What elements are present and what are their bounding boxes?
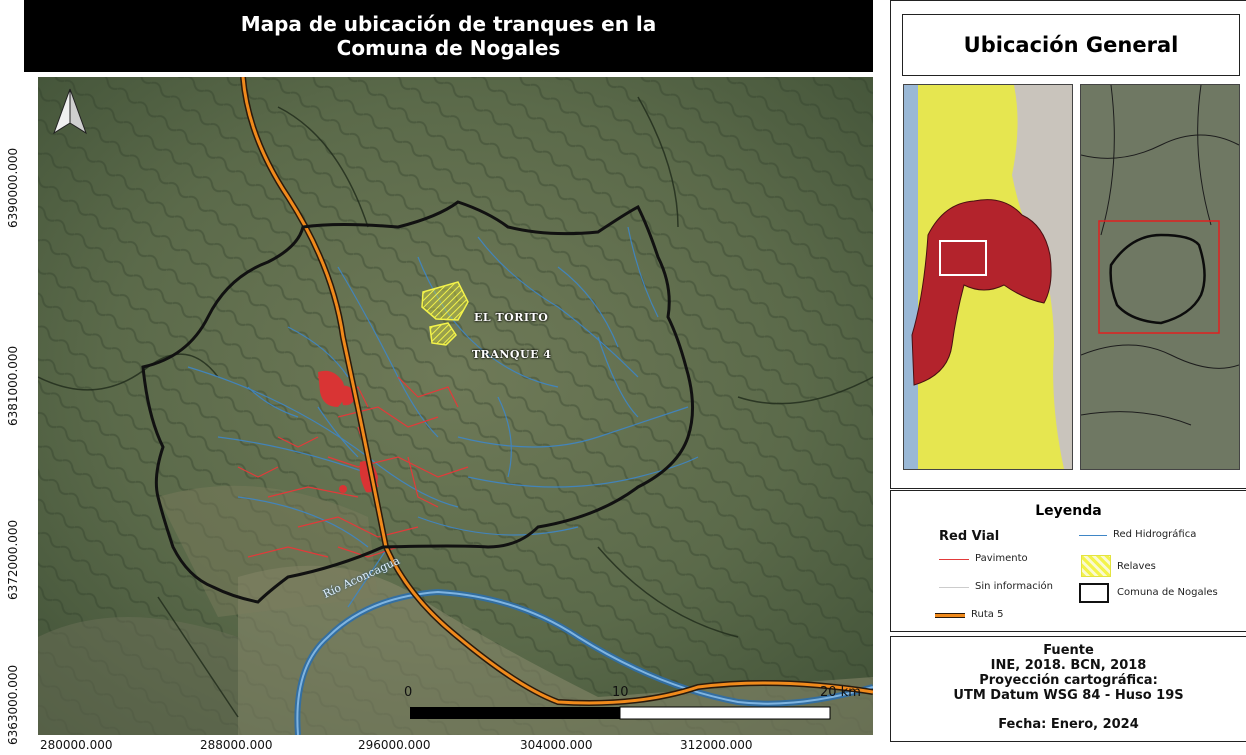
legend-relaves: Relaves [1117, 561, 1156, 572]
x-tick-label: 312000.000 [680, 738, 753, 752]
valley-floor-west [158, 485, 378, 617]
legend-sin-info: Sin información [975, 581, 1053, 592]
legend-title: Leyenda [1035, 503, 1102, 519]
x-tick-label: 304000.000 [520, 738, 593, 752]
relave-el-torito [421, 281, 469, 321]
neighbour-boundary [737, 376, 873, 405]
scale-bar-white [619, 706, 831, 720]
scale-label-20: 20 km [820, 685, 861, 700]
y-tick-label: 6390000.000 [6, 147, 20, 228]
neighbour-boundary [637, 96, 679, 228]
inset-frame [1098, 220, 1220, 334]
north-arrow-icon [53, 88, 87, 135]
legend-pavimento-swatch [939, 559, 969, 560]
scale-bar-black [410, 707, 620, 719]
legend-pavimento: Pavimento [975, 553, 1028, 564]
neighbour-boundary [277, 106, 369, 228]
region-inset-canvas [904, 85, 1072, 469]
comuna-boundary [141, 200, 695, 604]
inset-locator [939, 240, 987, 276]
map-title-bar: Mapa de ubicación de tranques en la Comu… [24, 0, 873, 72]
label-el-torito: EL TORITO [474, 311, 549, 324]
source-title: Fuente [1043, 643, 1094, 658]
y-tick-label: 6372000.000 [6, 519, 20, 600]
comuna-inset-canvas [1081, 85, 1239, 469]
main-map-canvas [38, 77, 873, 735]
x-tick-label: 280000.000 [40, 738, 113, 752]
legend-relaves-swatch [1081, 555, 1111, 577]
scale-label-0: 0 [404, 685, 413, 700]
neighbour-boundary [157, 596, 239, 718]
legend-red-hidro-swatch [1079, 535, 1107, 536]
y-tick-label: 6381000.000 [6, 345, 20, 426]
legend-red-hidro: Red Hidrográfica [1113, 529, 1197, 540]
y-tick-label: 6363000.000 [6, 664, 20, 745]
comuna-fill [911, 199, 1052, 386]
scale-label-10: 10 [612, 685, 629, 700]
label-tranque-4: TRANQUE 4 [472, 348, 552, 361]
valley-floor [238, 565, 873, 735]
legend-comuna-swatch [1079, 583, 1109, 603]
region-inset-map[interactable] [903, 84, 1073, 470]
general-location-title-box: Ubicación General [902, 14, 1240, 76]
source-panel: Fuente INE, 2018. BCN, 2018 Proyección c… [890, 636, 1246, 742]
river-network [187, 226, 699, 608]
legend-comuna: Comuna de Nogales [1117, 587, 1218, 598]
legend-sin-info-swatch [939, 587, 969, 588]
legend-panel: Leyenda Red Vial Pavimento Sin informaci… [890, 490, 1246, 632]
source-line3: UTM Datum WSG 84 - Huso 19S [953, 688, 1184, 703]
comuna-outline [1109, 233, 1206, 325]
main-map[interactable]: EL TORITO TRANQUE 4 Río Aconcagua 0 10 2… [38, 77, 873, 735]
valley-floor-south [38, 617, 238, 735]
comuna-inset-map[interactable] [1080, 84, 1240, 470]
legend-ruta5-swatch [935, 613, 965, 618]
rio-aconcagua-center [296, 590, 873, 735]
legend-red-vial: Red Vial [939, 529, 1000, 544]
source-date: Fecha: Enero, 2024 [998, 717, 1139, 732]
source-line2: Proyección cartográfica: [979, 673, 1158, 688]
map-title-line2: Comuna de Nogales [336, 36, 561, 60]
neighbour-boundary [597, 546, 739, 638]
legend-ruta5: Ruta 5 [971, 609, 1004, 620]
relave-tranque-4 [429, 322, 457, 346]
x-tick-label: 288000.000 [200, 738, 273, 752]
map-title-line1: Mapa de ubicación de tranques en la [240, 12, 657, 36]
ocean [904, 85, 918, 469]
source-line1: INE, 2018. BCN, 2018 [990, 658, 1147, 673]
general-location-title: Ubicación General [963, 33, 1179, 57]
x-tick-label: 296000.000 [358, 738, 431, 752]
